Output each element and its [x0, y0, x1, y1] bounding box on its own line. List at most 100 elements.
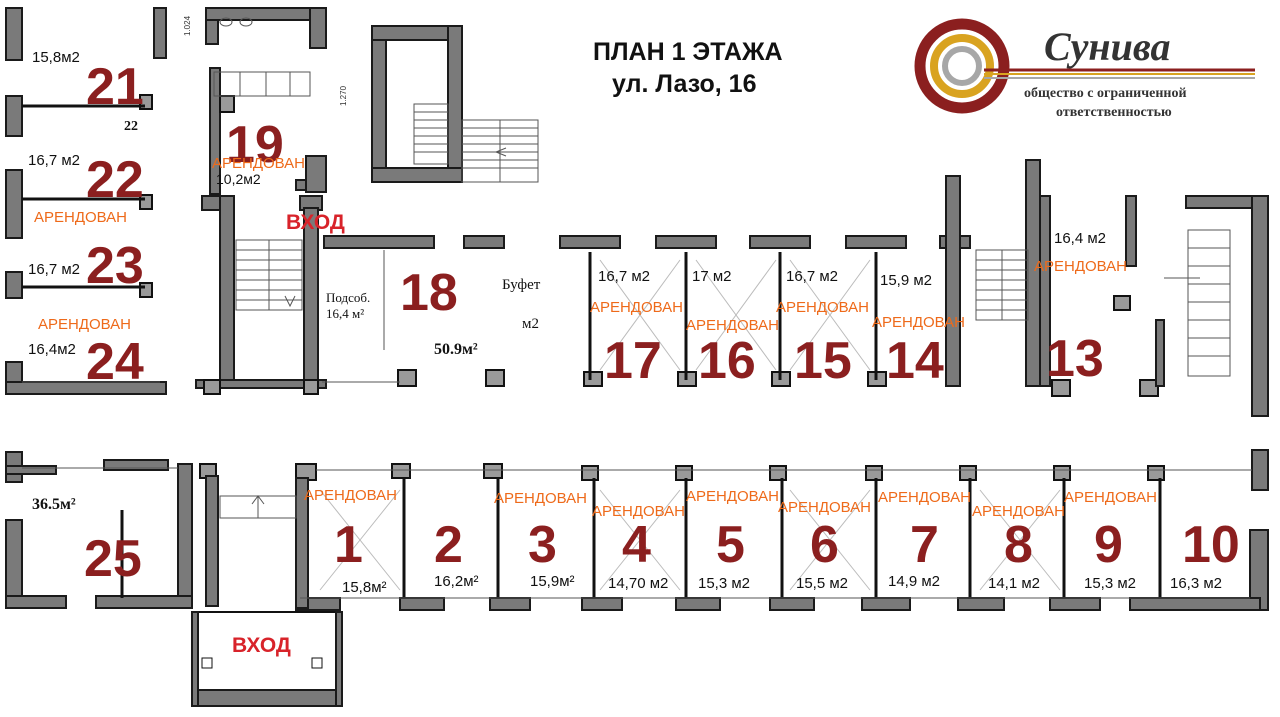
plan-address: ул. Лазо, 16 [612, 70, 757, 98]
utility-room-label: Подсоб. [326, 290, 370, 305]
room-number: 14 [886, 332, 944, 390]
rented-label: АРЕНДОВАН [304, 487, 397, 504]
room-number: 2 [434, 516, 463, 574]
room-number: 17 [604, 332, 662, 390]
room-area: 16,4 м2 [1054, 230, 1106, 247]
rented-label: АРЕНДОВАН [590, 299, 683, 316]
room[interactable]: 18 50.9м² [400, 264, 478, 358]
room[interactable]: 17 м2 АРЕНДОВАН 16 [686, 268, 779, 390]
room-number: 22 [86, 151, 144, 209]
room[interactable]: 19 АРЕНДОВАН 10,2м2 [212, 116, 305, 187]
entrance-label: ВХОД [232, 634, 291, 657]
room-area: 16,7 м2 [598, 268, 650, 285]
room-area: 10,2м2 [216, 171, 261, 187]
room-number: 1 [334, 516, 363, 574]
room[interactable]: 16,7 м2 23 АРЕНДОВАН [28, 237, 144, 333]
rented-label: АРЕНДОВАН [778, 499, 871, 516]
dimension-label: 1.024 [183, 15, 192, 36]
rented-label: АРЕНДОВАН [494, 490, 587, 507]
room-area: 16,2м² [434, 573, 479, 590]
room-area: 15,3 м2 [1084, 575, 1136, 592]
room-area: 16,7 м2 [786, 268, 838, 285]
room-area: 15,8м2 [32, 49, 80, 66]
room-number: 18 [400, 264, 458, 322]
room-number: 16 [698, 332, 756, 390]
room-area: 36.5м² [32, 496, 76, 513]
buffet-unit: м2 [522, 316, 539, 332]
room-area: 16,4м2 [28, 341, 76, 358]
room[interactable]: АРЕНДОВАН 8 14,1 м2 [972, 503, 1065, 592]
room-area: 16,7 м2 [28, 152, 80, 169]
rented-label: АРЕНДОВАН [1064, 489, 1157, 506]
room-number: 24 [86, 333, 144, 391]
rented-label: АРЕНДОВАН [686, 488, 779, 505]
room-area: 15,5 м2 [796, 575, 848, 592]
dimension-label: 1.270 [339, 85, 348, 106]
plan-title: ПЛАН 1 ЭТАЖА [593, 38, 783, 66]
room-number: 23 [86, 237, 144, 295]
room-area: 15,9 м2 [880, 272, 932, 289]
room[interactable]: АРЕНДОВАН 3 15,9м² [494, 490, 587, 590]
company-logo: Сунива общество с ограниченной ответстве… [914, 18, 1255, 120]
company-name: Сунива [1044, 24, 1170, 69]
room-area: 16,7 м2 [28, 261, 80, 278]
rented-label: АРЕНДОВАН [212, 155, 305, 172]
room[interactable]: 2 16,2м² [434, 516, 479, 590]
room[interactable]: 36.5м² 25 [32, 496, 142, 588]
room[interactable]: 15,9 м2 АРЕНДОВАН 14 [872, 272, 965, 390]
room-number: 5 [716, 516, 745, 574]
room[interactable]: АРЕНДОВАН 6 15,5 м2 [778, 499, 871, 592]
room-area: 17 м2 [692, 268, 732, 285]
rented-label: АРЕНДОВАН [776, 299, 869, 316]
rented-label: АРЕНДОВАН [686, 317, 779, 334]
utility-room-area: 16,4 м² [326, 306, 364, 321]
room-area: 14,1 м2 [988, 575, 1040, 592]
room[interactable]: АРЕНДОВАН 7 14,9 м2 [878, 489, 971, 590]
buffet-label: Буфет [502, 277, 541, 293]
rented-label: АРЕНДОВАН [878, 489, 971, 506]
room[interactable]: АРЕНДОВАН 4 14,70 м2 [592, 503, 685, 592]
room-number: 13 [1046, 330, 1104, 388]
rented-label: АРЕНДОВАН [972, 503, 1065, 520]
partitions [22, 104, 1252, 599]
room-number: 19 [226, 116, 284, 174]
company-subtitle: общество с ограниченной [1024, 86, 1187, 101]
room-area: 50.9м² [434, 341, 478, 358]
rented-label: АРЕНДОВАН [38, 316, 131, 333]
rented-label: АРЕНДОВАН [872, 314, 965, 331]
room-number: 25 [84, 530, 142, 588]
partial-number: 22 [124, 119, 138, 134]
room[interactable]: 15,8м2 21 [32, 49, 144, 116]
room-number: 15 [794, 332, 852, 390]
room[interactable]: 16,7 м2 22 АРЕНДОВАН [28, 151, 144, 226]
room[interactable]: 10 16,3 м2 [1170, 516, 1240, 592]
room[interactable]: АРЕНДОВАН 1 15,8м² [304, 487, 397, 596]
room-number: 4 [622, 516, 651, 574]
room-area: 15,3 м2 [698, 575, 750, 592]
room-number: 3 [528, 516, 557, 574]
rented-label: АРЕНДОВАН [34, 209, 127, 226]
room-area: 15,8м² [342, 579, 387, 596]
room-number: 6 [810, 516, 839, 574]
rented-label: АРЕНДОВАН [592, 503, 685, 520]
room[interactable]: 16,4 м2 АРЕНДОВАН 13 [1034, 230, 1127, 388]
room[interactable]: 16,7 м2 АРЕНДОВАН 15 [776, 268, 869, 390]
room-area: 15,9м² [530, 573, 575, 590]
room-number: 8 [1004, 516, 1033, 574]
room[interactable]: 16,7 м2 АРЕНДОВАН 17 [590, 268, 683, 390]
room[interactable]: АРЕНДОВАН 9 15,3 м2 [1064, 489, 1157, 592]
room[interactable]: 16,4м2 24 [28, 333, 144, 391]
entrance-label: ВХОД [286, 211, 345, 234]
company-subtitle: ответственностью [1056, 105, 1172, 120]
rented-label: АРЕНДОВАН [1034, 258, 1127, 275]
room-area: 14,9 м2 [888, 573, 940, 590]
room-number: 21 [86, 58, 144, 116]
room-number: 9 [1094, 516, 1123, 574]
room-number: 7 [910, 516, 939, 574]
room-area: 16,3 м2 [1170, 575, 1222, 592]
stairs: 1.024 1.270 [183, 15, 1231, 591]
room-area: 14,70 м2 [608, 575, 668, 592]
room[interactable]: АРЕНДОВАН 5 15,3 м2 [686, 488, 779, 592]
walls [5, 7, 1269, 707]
